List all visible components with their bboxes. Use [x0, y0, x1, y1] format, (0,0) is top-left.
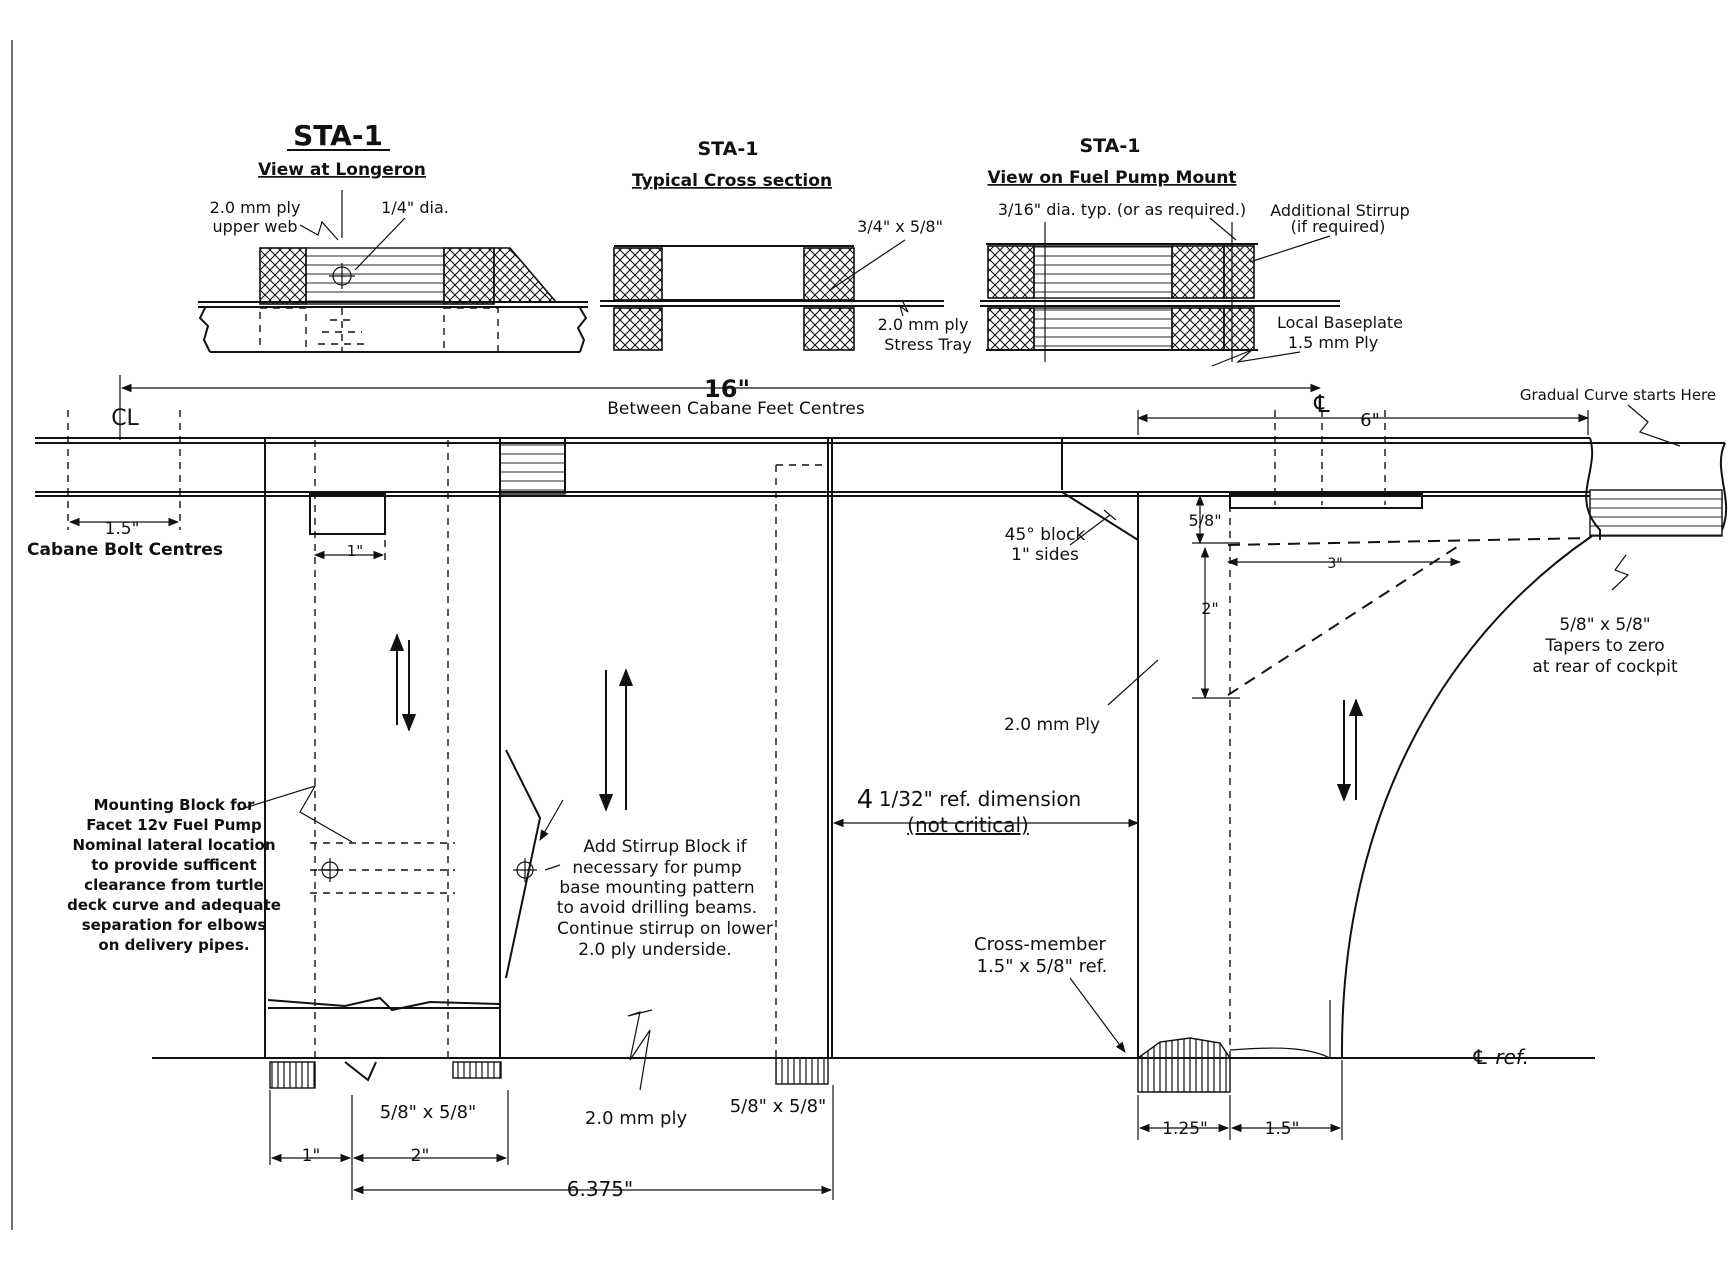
- note-stirrup-5: Continue stirrup on lower: [557, 919, 773, 939]
- dim-6in: 6": [1360, 410, 1380, 431]
- label-local-baseplate-2: 1.5 mm Ply: [1288, 333, 1378, 352]
- label-2mm-ply-bottom: 2.0 mm ply: [585, 1108, 688, 1129]
- label-taper-2: Tapers to zero: [1544, 636, 1664, 656]
- view-cross-section: STA-1 Typical Cross section 3/4" x 5/8" …: [600, 138, 972, 354]
- label-cross-member-2: 1.5" x 5/8" ref.: [977, 956, 1108, 977]
- note-stirrup-3: base mounting pattern: [559, 878, 754, 898]
- plan-view: 16" Between Cabane Feet Centres CL ℄ 1.5…: [27, 375, 1728, 1201]
- view-pump-subtitle: View on Fuel Pump Mount: [988, 168, 1237, 188]
- label-local-baseplate-1: Local Baseplate: [1277, 313, 1403, 332]
- label-ply-upper-web-2: upper web: [212, 217, 297, 236]
- dim-1in-bottom: 1": [302, 1146, 321, 1166]
- note-stirrup-6: 2.0 ply underside.: [578, 940, 731, 960]
- view-pump-title: STA-1: [1080, 135, 1141, 157]
- dim-3in: 3": [1327, 556, 1342, 572]
- dim-5-8in: 5/8": [1188, 511, 1221, 530]
- label-45-block-2: 1" sides: [1011, 545, 1079, 565]
- view-longeron: STA-1 View at Longeron 2.0 mm ply upper …: [198, 119, 588, 353]
- note-mounting-block-6: deck curve and adequate: [67, 896, 281, 914]
- note-stirrup-2: necessary for pump: [572, 858, 741, 878]
- label-cabane-bolt-centres: Cabane Bolt Centres: [27, 540, 223, 560]
- note-mounting-block-7: separation for elbows: [82, 916, 267, 934]
- centerline-right: ℄: [1313, 390, 1330, 418]
- label-stress-tray-2: Stress Tray: [884, 335, 972, 354]
- label-cross-member-1: Cross-member: [974, 934, 1106, 955]
- view-longeron-subtitle: View at Longeron: [258, 160, 426, 180]
- centerline-left: CL: [111, 406, 139, 431]
- label-three-sixteenth-dia: 3/16" dia. typ. (or as required.): [998, 200, 1246, 219]
- dim-1-5in-bottom: 1.5": [1265, 1119, 1300, 1139]
- label-gradual-curve: Gradual Curve starts Here: [1520, 386, 1716, 404]
- label-size-a: 5/8" x 5/8": [380, 1102, 477, 1123]
- ref-dim-not-critical: (not critical): [907, 813, 1029, 837]
- dim-2in: 2": [1201, 599, 1219, 618]
- note-mounting-block-2: Facet 12v Fuel Pump: [86, 816, 262, 834]
- ref-dim-label: 1/32" ref. dimension: [879, 787, 1081, 811]
- label-quarter-dia: 1/4" dia.: [381, 198, 449, 217]
- label-45-block-1: 45° block: [1005, 525, 1086, 545]
- view-pump-mount: STA-1 View on Fuel Pump Mount 3/16" dia.…: [980, 135, 1410, 367]
- label-three-quarter-by-five-eighth: 3/4" x 5/8": [857, 217, 943, 236]
- dim-16in: 16": [704, 375, 750, 403]
- dim-6375in: 6.375": [567, 1177, 633, 1201]
- note-mounting-block-3: Nominal lateral location: [72, 836, 275, 854]
- note-mounting-block-5: clearance from turtle: [84, 876, 264, 894]
- view-longeron-title: STA-1: [293, 119, 383, 152]
- note-mounting-block-4: to provide sufficent: [91, 856, 256, 874]
- ref-dim-4: 4: [857, 785, 874, 815]
- label-taper-3: at rear of cockpit: [1532, 657, 1678, 677]
- centerline-ref: ℄ ref.: [1471, 1045, 1529, 1069]
- dim-cabane-bolt: 1.5": [105, 519, 140, 539]
- dim-1-25in: 1.25": [1162, 1119, 1208, 1139]
- dim-1in: 1": [347, 542, 363, 560]
- label-size-b: 5/8" x 5/8": [730, 1096, 827, 1117]
- label-taper-1: 5/8" x 5/8": [1559, 615, 1650, 635]
- note-mounting-block-1: Mounting Block for: [94, 796, 255, 814]
- note-stirrup-4: to avoid drilling beams.: [557, 898, 757, 918]
- label-additional-stirrup-2: (if required): [1291, 217, 1386, 236]
- dim-16in-description: Between Cabane Feet Centres: [607, 399, 865, 419]
- label-ply-upper-web-1: 2.0 mm ply: [210, 198, 301, 217]
- note-mounting-block-8: on delivery pipes.: [98, 936, 249, 954]
- label-additional-stirrup-1: Additional Stirrup: [1270, 201, 1409, 220]
- note-stirrup-1: Add Stirrup Block if: [583, 837, 747, 857]
- dim-2in-bottom: 2": [411, 1146, 430, 1166]
- label-stress-tray-1: 2.0 mm ply: [878, 315, 969, 334]
- view-cross-subtitle: Typical Cross section: [632, 171, 832, 191]
- label-2mm-ply-right: 2.0 mm Ply: [1004, 715, 1100, 735]
- view-cross-title: STA-1: [698, 138, 759, 160]
